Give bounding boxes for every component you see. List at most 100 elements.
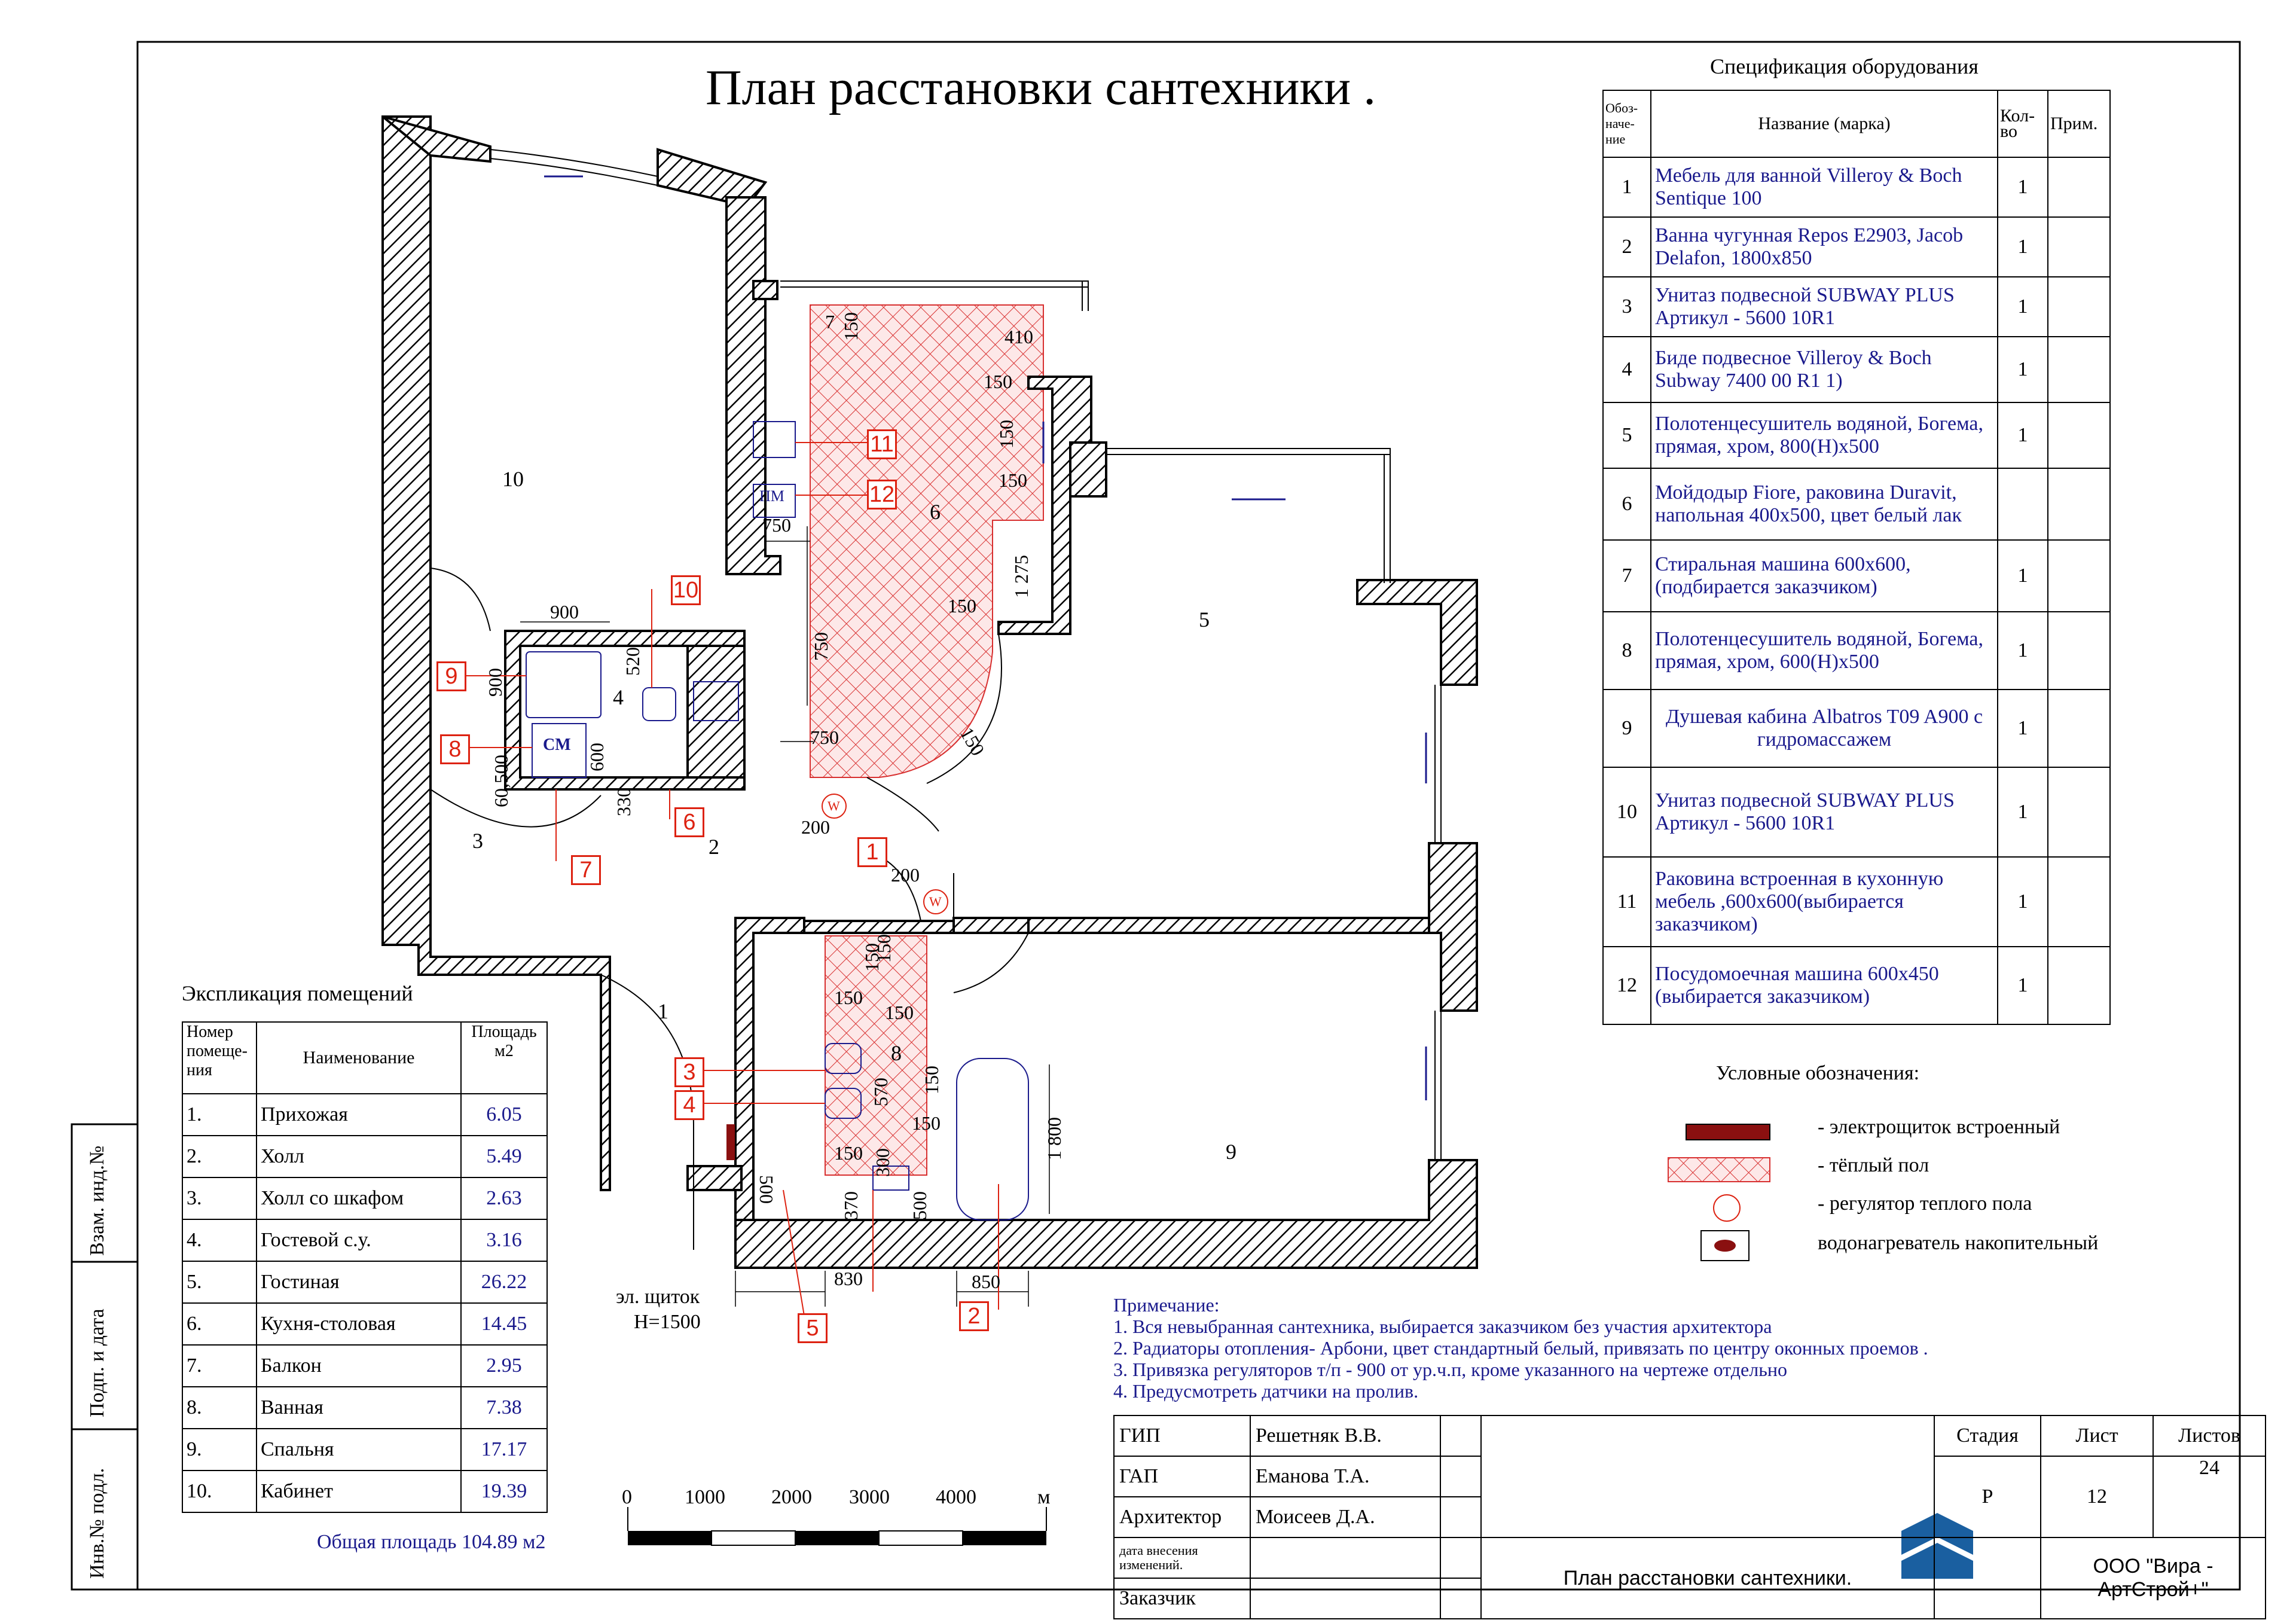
dimension: 150 bbox=[840, 312, 862, 341]
dimension: 150 bbox=[948, 595, 976, 617]
room-number: 6 bbox=[930, 500, 941, 524]
electric-panel bbox=[726, 1124, 735, 1160]
scale-label: 4000 bbox=[936, 1486, 976, 1508]
dimension: 150 bbox=[912, 1112, 941, 1134]
regulator-label: W bbox=[828, 798, 840, 813]
scale-label: м bbox=[1037, 1486, 1051, 1508]
warm-floor-kitchen bbox=[810, 304, 1044, 778]
dimension: 600 bbox=[586, 743, 607, 771]
stamp-person: Моисеев Д.А. bbox=[1250, 1496, 1441, 1538]
panel-note-line1: эл. щиток bbox=[616, 1286, 700, 1308]
expl-name: Балкон bbox=[256, 1344, 462, 1387]
fixture-tag: 2 bbox=[959, 1301, 989, 1331]
spec-num: 9 bbox=[1602, 689, 1651, 768]
warm-floor-regulator bbox=[822, 794, 847, 819]
dimension: 500 bbox=[756, 1175, 777, 1204]
fixture-tag: 12 bbox=[867, 480, 897, 510]
spec-num: 6 bbox=[1602, 468, 1651, 541]
legend-panel-swatch bbox=[1686, 1124, 1770, 1140]
spec-header-designation: Обоз-наче-ние bbox=[1602, 90, 1651, 158]
dimension: 850 bbox=[972, 1271, 1000, 1292]
expl-num: 6. bbox=[182, 1302, 257, 1346]
stamp-person bbox=[1250, 1537, 1441, 1579]
dishwasher-label: ПМ bbox=[759, 487, 784, 505]
dimension: 570 bbox=[870, 1078, 891, 1106]
dimension: 150 bbox=[873, 934, 894, 963]
expl-area: 2.63 bbox=[460, 1177, 548, 1220]
spec-caption: Спецификация оборудования bbox=[1710, 54, 1979, 78]
expl-name: Холл bbox=[256, 1135, 462, 1178]
legend-item: - тёплый пол bbox=[1818, 1154, 1929, 1176]
stamp-sheet-label: Лист bbox=[2040, 1415, 2154, 1457]
scale-bar bbox=[627, 1507, 1047, 1546]
spec-header-note: Прим. bbox=[2047, 90, 2111, 158]
stamp-doc-title: План расстановки сантехники. bbox=[1480, 1537, 1935, 1619]
stamp-stage-label: Стадия bbox=[1934, 1415, 2041, 1457]
spec-note bbox=[2047, 468, 2111, 541]
expl-name: Прихожая bbox=[256, 1093, 462, 1136]
expl-name: Гостевой с.у. bbox=[256, 1219, 462, 1262]
dimension: 750 bbox=[810, 727, 839, 748]
explication-table: Номер помеще-ния Наименование Площадь м2… bbox=[182, 1021, 548, 1513]
scale-label: 2000 bbox=[771, 1486, 812, 1508]
spec-num: 1 bbox=[1602, 157, 1651, 218]
regulator-label: W bbox=[929, 894, 942, 909]
room-number: 8 bbox=[891, 1041, 902, 1065]
windows bbox=[490, 149, 1442, 1160]
stamp-role: Заказчик bbox=[1113, 1578, 1251, 1619]
expl-name: Ванная bbox=[256, 1386, 462, 1429]
fixture-tag: 10 bbox=[671, 575, 701, 605]
dimension: 7 bbox=[825, 311, 835, 332]
dimension: 1 275 bbox=[1010, 555, 1032, 598]
spec-qty: 1 bbox=[1997, 767, 2048, 858]
spec-note bbox=[2047, 689, 2111, 768]
stamp-sheets-label: Листов bbox=[2152, 1415, 2266, 1457]
spec-name: Мойдодыр Fiore, раковина Duravit, наполь… bbox=[1650, 468, 1998, 541]
spec-table: Обоз-наче-ние Название (марка) Кол-во Пр… bbox=[1602, 90, 2111, 1025]
dimension: 410 bbox=[1004, 326, 1033, 347]
dimension: 150 bbox=[984, 371, 1012, 392]
spec-num: 7 bbox=[1602, 539, 1651, 612]
fixture-tag: 6 bbox=[674, 807, 704, 837]
expl-name: Холл со шкафом bbox=[256, 1177, 462, 1220]
dimension: 150 bbox=[999, 469, 1027, 491]
note-line: 4. Предусмотреть датчики на пролив. bbox=[1113, 1380, 1419, 1402]
expl-area: 2.95 bbox=[460, 1344, 548, 1387]
side-label: Взам. инд.№ bbox=[86, 1145, 108, 1256]
expl-name: Гостиная bbox=[256, 1261, 462, 1304]
note-line: 2. Радиаторы отопления- Арбони, цвет ста… bbox=[1113, 1337, 1928, 1359]
expl-name: Кабинет bbox=[256, 1470, 462, 1513]
spec-qty: 1 bbox=[1997, 946, 2048, 1025]
warm-floor-bath bbox=[825, 935, 927, 1176]
dimension: 150 bbox=[834, 1142, 863, 1164]
fixtures bbox=[526, 421, 1029, 1221]
expl-num: 1. bbox=[182, 1093, 257, 1136]
dimension: 150 bbox=[996, 420, 1017, 449]
expl-area: 17.17 bbox=[460, 1428, 548, 1471]
spec-note bbox=[2047, 539, 2111, 612]
stamp-sheets: 24 bbox=[2152, 1456, 2266, 1538]
stamp-stage: Р bbox=[1934, 1456, 2041, 1538]
expl-name: Кухня-столовая bbox=[256, 1302, 462, 1346]
spec-num: 5 bbox=[1602, 402, 1651, 469]
expl-area: 5.49 bbox=[460, 1135, 548, 1178]
stamp-role: ГИП bbox=[1113, 1415, 1251, 1457]
spec-qty: 1 bbox=[1997, 611, 2048, 690]
room-number: 10 bbox=[502, 467, 524, 491]
dimension: 520 bbox=[622, 647, 643, 676]
walls bbox=[381, 115, 1478, 1269]
spec-name: Стиральная машина 600х600, (подбирается … bbox=[1650, 539, 1998, 612]
side-label: Инв.№ подл. bbox=[86, 1468, 108, 1579]
radiators bbox=[544, 175, 1427, 1100]
spec-name: Душевая кабина Albatros T09 A900 с гидро… bbox=[1650, 689, 1998, 768]
expl-area: 3.16 bbox=[460, 1219, 548, 1262]
legend-item: - электрощиток встроенный bbox=[1818, 1116, 2060, 1138]
spec-num: 10 bbox=[1602, 767, 1651, 858]
spec-qty: 1 bbox=[1997, 216, 2048, 277]
dimension: 750 bbox=[762, 514, 791, 536]
expl-area: 26.22 bbox=[460, 1261, 548, 1304]
legend-item: водонагреватель накопительный bbox=[1818, 1232, 2099, 1254]
total-area: Общая площадь 104.89 м2 bbox=[317, 1531, 546, 1553]
